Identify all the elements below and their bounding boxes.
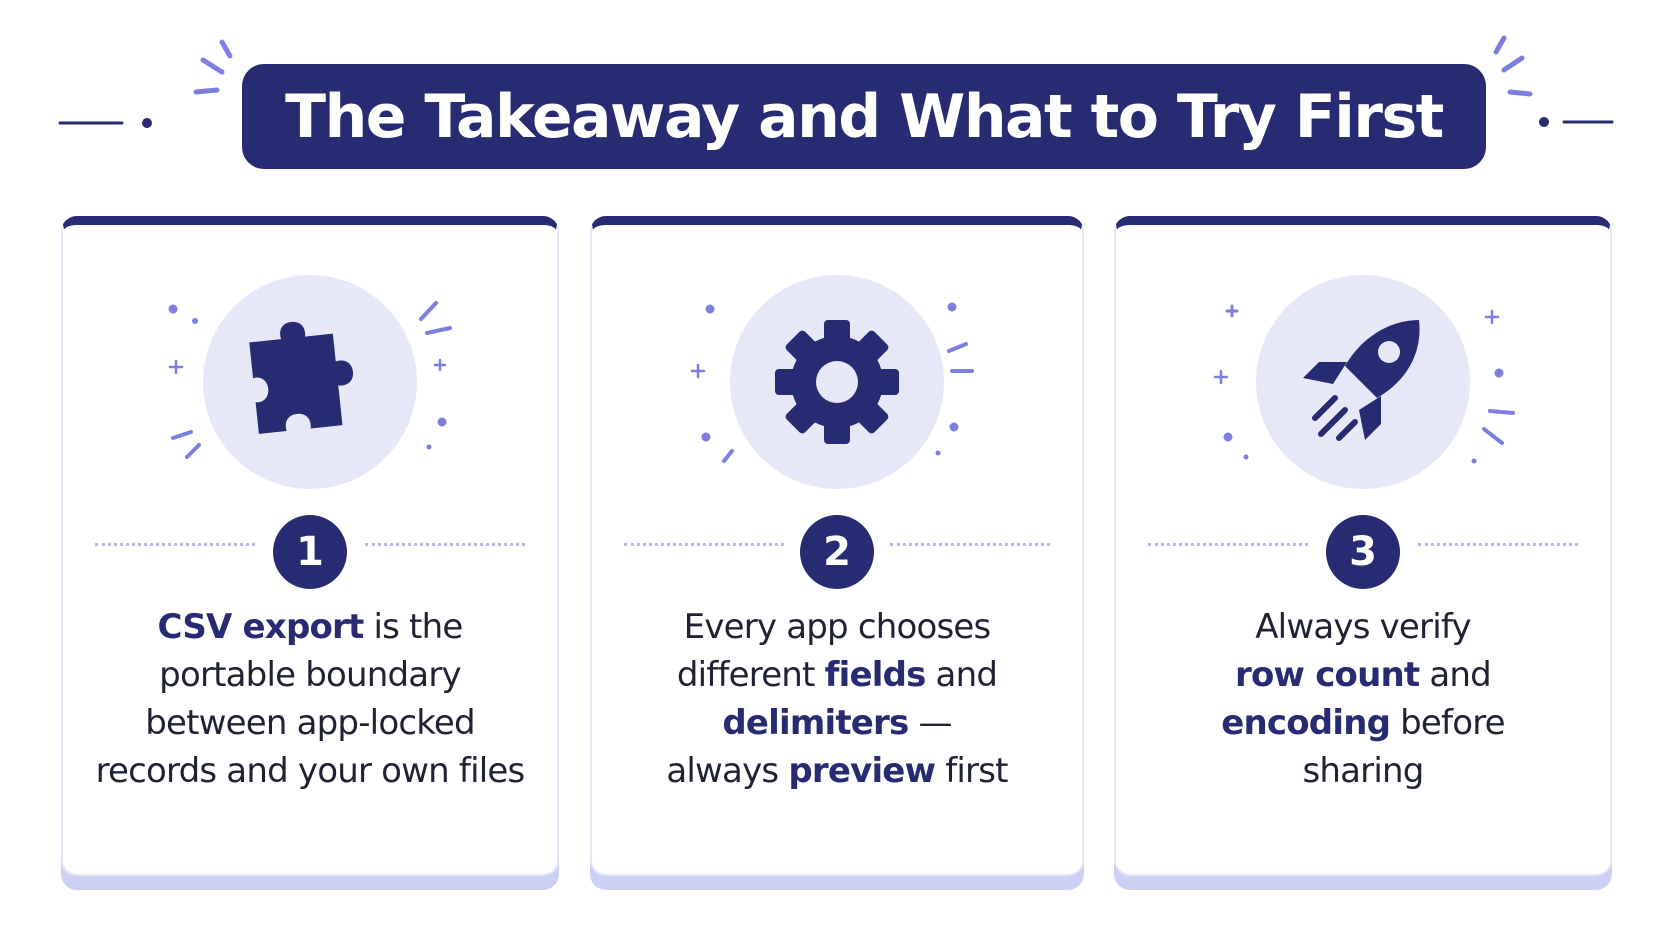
page-title: The Takeaway and What to Try First — [285, 81, 1444, 152]
card-text-line: between app-locked — [63, 699, 557, 747]
highlight-text: encoding — [1221, 703, 1391, 743]
body-text: Always verify — [1255, 607, 1471, 647]
card-text-line: sharing — [1116, 747, 1610, 795]
highlight-text: fields — [824, 655, 927, 695]
highlight-text: delimiters — [722, 703, 909, 743]
body-text: always — [666, 751, 789, 791]
highlight-text: CSV export — [157, 607, 365, 647]
card-text-line: row count and — [1116, 651, 1610, 699]
sparkle-decoration — [168, 301, 452, 459]
step-number-badge: 3 — [1326, 515, 1400, 589]
body-text: records and your own files — [95, 751, 526, 791]
body-text: and — [925, 655, 998, 695]
divider-dots-left — [95, 543, 255, 546]
body-text: Every app chooses — [683, 607, 992, 647]
highlight-text: preview — [788, 751, 936, 791]
card-text-line: encoding before — [1116, 699, 1610, 747]
header-decoration-left — [58, 39, 233, 128]
step-number-badge: 1 — [273, 515, 347, 589]
card-text-line: always preview first — [592, 747, 1082, 795]
body-text: between app-locked — [145, 703, 475, 743]
title-banner: The Takeaway and What to Try First — [242, 64, 1486, 169]
card-text-line: portable boundary — [63, 651, 557, 699]
body-text: — — [908, 703, 952, 743]
card-text-line: CSV export is the — [63, 603, 557, 651]
card-text-line: records and your own files — [63, 747, 557, 795]
sparkle-decoration — [690, 302, 974, 463]
body-text: before — [1390, 703, 1505, 743]
body-text: sharing — [1302, 751, 1424, 791]
card-text-line: different fields and — [592, 651, 1082, 699]
gear-icon — [775, 320, 899, 444]
icon-circle — [203, 275, 417, 489]
sparkle-decoration — [1213, 304, 1515, 464]
body-text: portable boundary — [159, 655, 461, 695]
divider-dots-right — [1418, 543, 1578, 546]
highlight-text: row count — [1235, 655, 1420, 695]
divider-dots-left — [1148, 543, 1308, 546]
divider-dots-right — [890, 543, 1050, 546]
divider-dots-right — [365, 543, 525, 546]
body-text: different — [676, 655, 825, 695]
header-decoration-right — [1493, 35, 1614, 127]
body-text: and — [1419, 655, 1491, 695]
divider-dots-left — [624, 543, 784, 546]
rocket-icon — [1303, 320, 1420, 441]
step-number-badge: 2 — [800, 515, 874, 589]
icon-circle — [1256, 275, 1470, 489]
icon-circle — [730, 275, 944, 489]
card-text-line: Always verify — [1116, 603, 1610, 651]
card-text-line: delimiters — — [592, 699, 1082, 747]
body-text: first — [935, 751, 1008, 791]
card-text-line: Every app chooses — [592, 603, 1082, 651]
body-text: is the — [363, 607, 463, 647]
puzzle-piece-icon — [249, 321, 353, 434]
